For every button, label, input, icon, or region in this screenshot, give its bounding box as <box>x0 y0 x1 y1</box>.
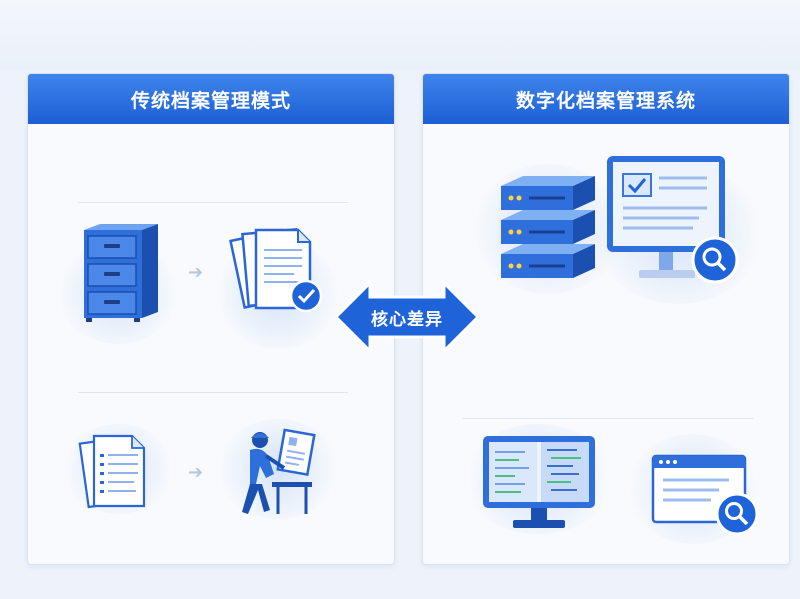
divider <box>78 392 348 393</box>
traditional-panel-title: 传统档案管理模式 <box>28 74 394 124</box>
digital-panel-title: 数字化档案管理系统 <box>423 74 789 124</box>
monitor-search-icon <box>607 156 739 284</box>
traditional-panel: 传统档案管理模式 ➔ <box>27 73 395 565</box>
divider <box>78 202 348 203</box>
server-stack-icon <box>501 176 595 278</box>
clerk-at-desk-icon <box>242 428 316 514</box>
flow-arrow-icon: ➔ <box>188 462 204 483</box>
paper-list-icon <box>78 434 146 509</box>
paper-documents-check-icon <box>229 228 323 313</box>
digital-panel: 数字化档案管理系统 <box>422 73 790 565</box>
browser-search-icon <box>651 454 759 536</box>
filing-cabinet-icon <box>84 224 158 322</box>
flow-arrow-icon: ➔ <box>188 262 204 283</box>
double-arrow-icon <box>336 281 478 353</box>
background-header <box>0 0 800 70</box>
code-monitor-icon <box>483 436 595 528</box>
divider <box>463 418 753 419</box>
core-difference-label: 核心差异 <box>371 309 443 330</box>
